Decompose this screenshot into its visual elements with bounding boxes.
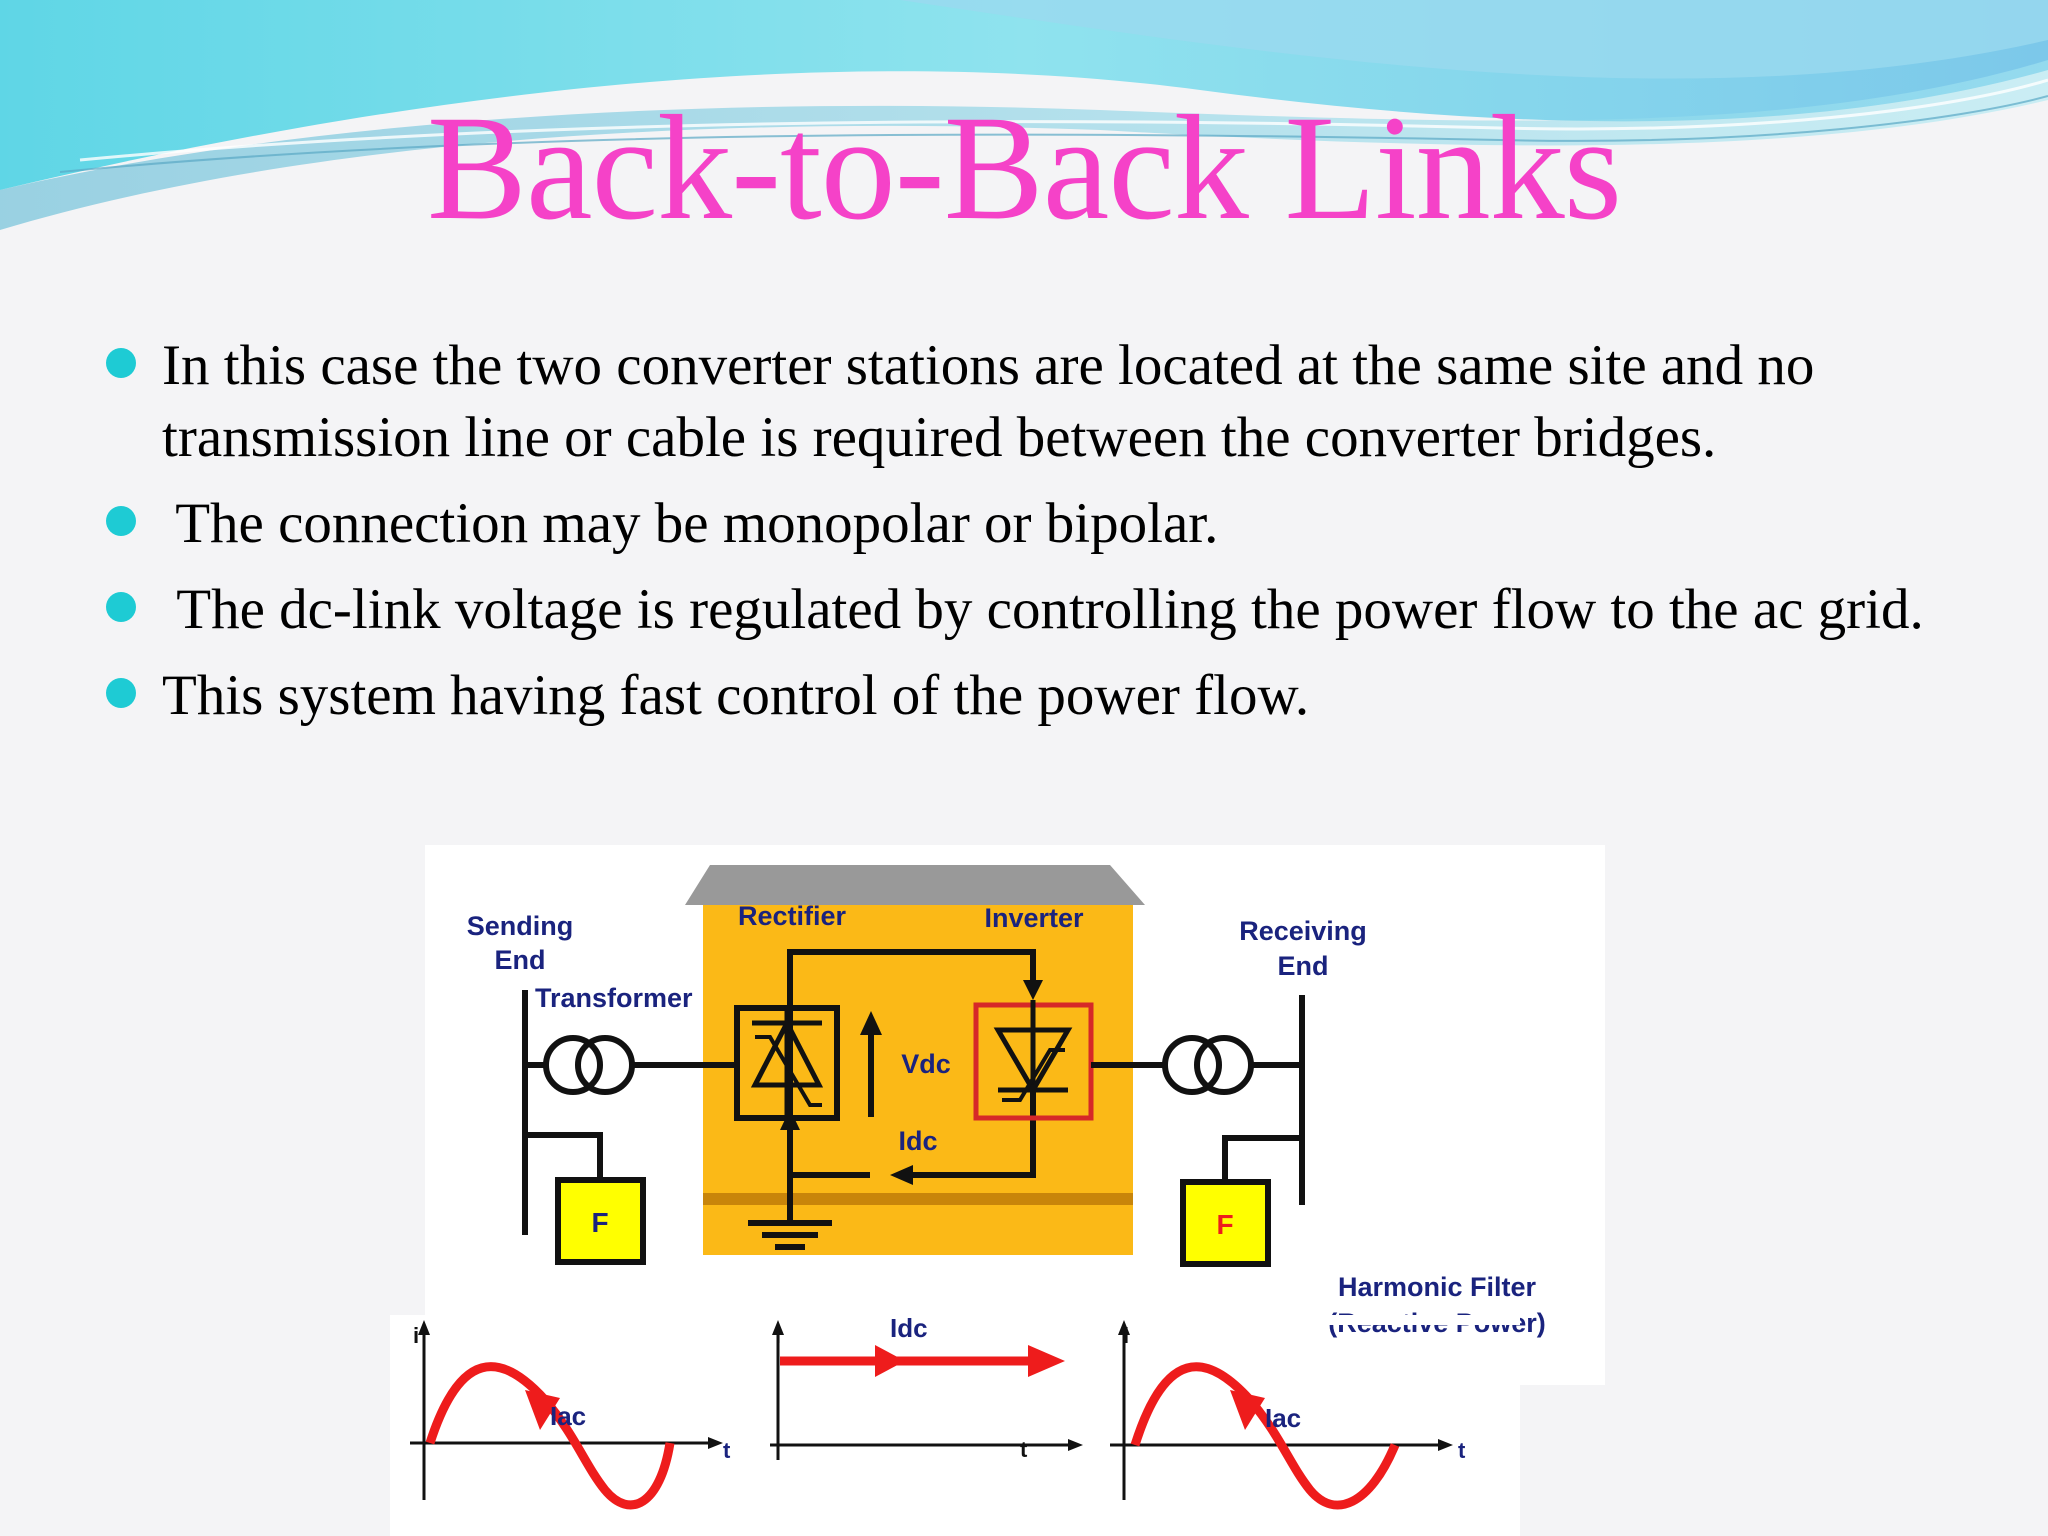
arrow-icon <box>875 1345 905 1377</box>
bullet-item: The dc-link voltage is regulated by cont… <box>100 574 2000 646</box>
back-to-back-hvdc-diagram: Rectifier Inverter <box>390 845 1605 1536</box>
bullet-text: This system having fast control of the p… <box>162 664 1310 727</box>
inverter-thyristor-icon <box>973 1000 1094 1121</box>
bullet-dot-icon <box>106 678 136 708</box>
transformer-label: Transformer <box>535 983 693 1013</box>
station-roof <box>685 865 1145 905</box>
harmonic-filter-left <box>555 1177 646 1265</box>
filter-left-label: F <box>591 1207 608 1238</box>
bullet-text: The dc-link voltage is regulated by cont… <box>162 578 1924 641</box>
filter-right-label: F <box>1216 1209 1233 1240</box>
waveform-panel <box>390 1315 1520 1536</box>
bullet-list: In this case the two converter stations … <box>100 330 2000 746</box>
svg-text:End: End <box>1278 951 1329 981</box>
svg-text:t: t <box>723 1438 731 1463</box>
bullet-item: This system having fast control of the p… <box>100 660 2000 732</box>
bullet-item: In this case the two converter stations … <box>100 330 2000 474</box>
bullet-item: The connection may be monopolar or bipol… <box>100 488 2000 560</box>
arrow-icon <box>1028 1345 1065 1377</box>
dc-waveform: i t Idc <box>770 1313 1083 1462</box>
inverter-label: Inverter <box>984 903 1084 933</box>
vdc-label: Vdc <box>901 1049 951 1079</box>
idc-label: Idc <box>898 1126 937 1156</box>
arrow-icon <box>525 1390 560 1430</box>
dc-flow-arrow-icon <box>1023 980 1043 1000</box>
idc-arrow-icon <box>890 1165 913 1185</box>
vdc-arrow-icon <box>860 1011 882 1117</box>
header-wave-decoration <box>0 0 2048 230</box>
svg-text:Iac: Iac <box>1265 1403 1301 1433</box>
bullet-dot-icon <box>106 348 136 378</box>
receiving-end-label: Receiving <box>1239 916 1367 946</box>
svg-text:i: i <box>775 1323 781 1348</box>
bullet-text: In this case the two converter stations … <box>162 334 1815 469</box>
svg-text:t: t <box>1458 1438 1466 1463</box>
arrow-icon <box>1230 1390 1265 1430</box>
ground-icon <box>748 1213 832 1250</box>
bullet-text: The connection may be monopolar or bipol… <box>162 492 1219 555</box>
bullet-dot-icon <box>106 506 136 536</box>
ac-waveform-right: i t Iac <box>1110 1320 1466 1510</box>
rectifier-label: Rectifier <box>738 901 847 931</box>
bullet-dot-icon <box>106 592 136 622</box>
svg-text:t: t <box>1020 1437 1028 1462</box>
svg-text:Iac: Iac <box>550 1401 586 1431</box>
harmonic-filter-right <box>1180 1179 1271 1267</box>
ac-waveform-left: i t Iac <box>410 1320 731 1510</box>
svg-text:i: i <box>1123 1323 1129 1348</box>
slide-title: Back-to-Back Links <box>426 85 1622 251</box>
sending-end-label: Sending <box>467 911 574 941</box>
svg-text:End: End <box>495 945 546 975</box>
svg-text:Idc: Idc <box>890 1313 928 1343</box>
harmonic-filter-label: Harmonic Filter <box>1338 1272 1537 1302</box>
svg-text:i: i <box>413 1323 419 1348</box>
